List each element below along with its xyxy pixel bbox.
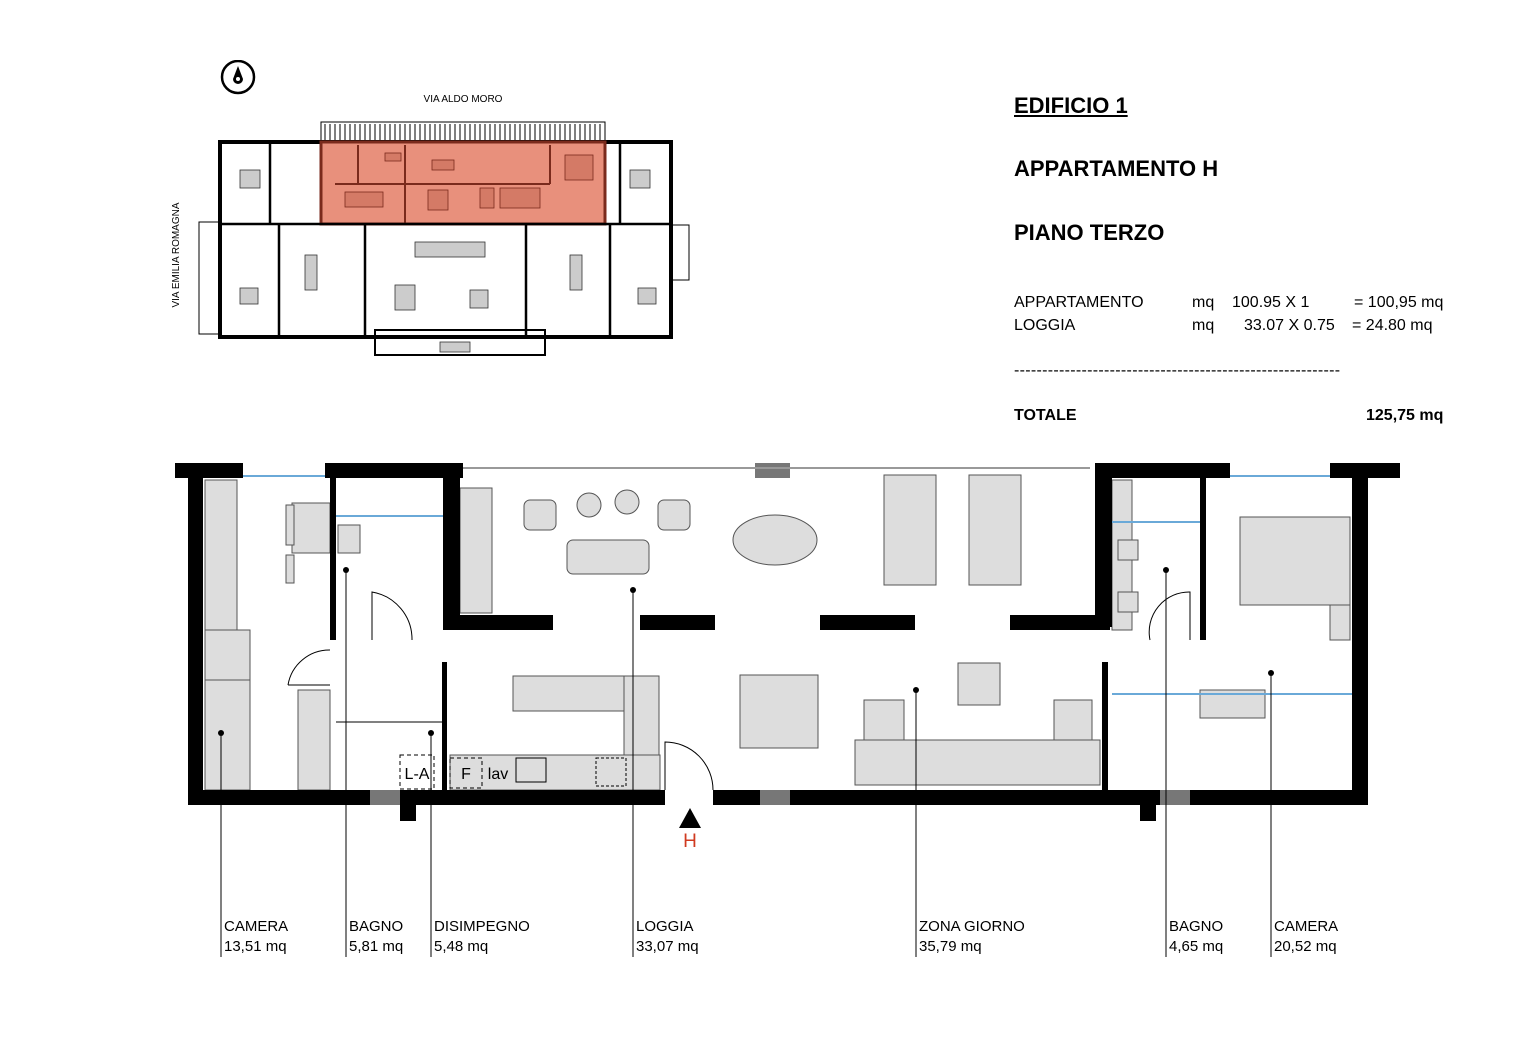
fridge-label: F	[461, 766, 471, 783]
building-title: EDIFICIO 1	[1014, 93, 1128, 118]
total-label: TOTALE	[1014, 407, 1077, 424]
street-left-label: VIA EMILIA ROMAGNA	[171, 202, 182, 307]
leader-lines	[220, 570, 1272, 957]
sink-label: lav	[488, 766, 508, 783]
key-plan: VIA ALDO MORO VIA EMILIA ROMAGNA	[170, 59, 730, 360]
entrance-arrow-icon	[679, 808, 701, 828]
apartment-title: APPARTAMENTO H	[1014, 156, 1219, 181]
windows	[243, 467, 1352, 695]
entrance-label: H	[683, 831, 697, 852]
street-top-label: VIA ALDO MORO	[424, 94, 503, 105]
entrance-marker: H	[679, 808, 701, 852]
floor-title: PIANO TERZO	[1014, 220, 1165, 245]
laundry-label: L-A	[405, 766, 430, 783]
doors	[287, 591, 1191, 791]
north-compass-icon	[220, 59, 256, 95]
furniture	[204, 474, 1351, 791]
total-value: 125,75 mq	[1366, 407, 1444, 424]
kitchen-fixtures: L-A F lav	[399, 754, 627, 790]
walls	[175, 463, 1400, 821]
separator: ----------------------------------------…	[1014, 362, 1341, 379]
